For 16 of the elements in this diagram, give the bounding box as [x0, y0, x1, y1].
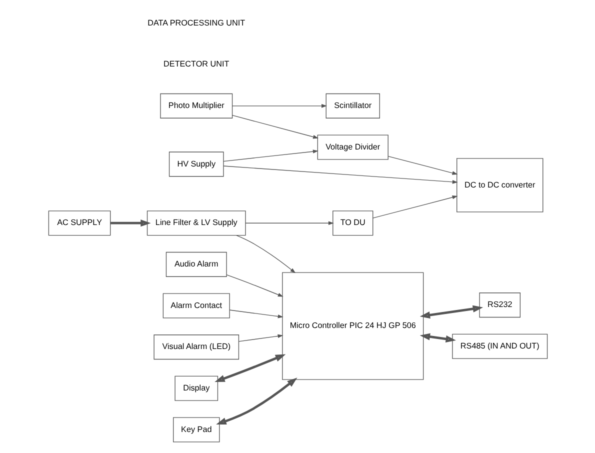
arrow — [372, 196, 458, 218]
arrow — [387, 156, 458, 175]
arrow — [238, 334, 283, 342]
arrow — [216, 378, 297, 425]
arrow — [244, 221, 334, 226]
arrow — [419, 333, 456, 342]
arrow — [236, 235, 296, 274]
arrow — [226, 274, 283, 297]
arrow — [228, 310, 283, 318]
arrow — [110, 220, 150, 227]
arrow — [419, 305, 483, 319]
arrow — [222, 150, 318, 162]
arrow — [232, 115, 318, 139]
arrow — [232, 104, 326, 108]
arrow — [222, 166, 458, 184]
arrow — [214, 354, 286, 382]
